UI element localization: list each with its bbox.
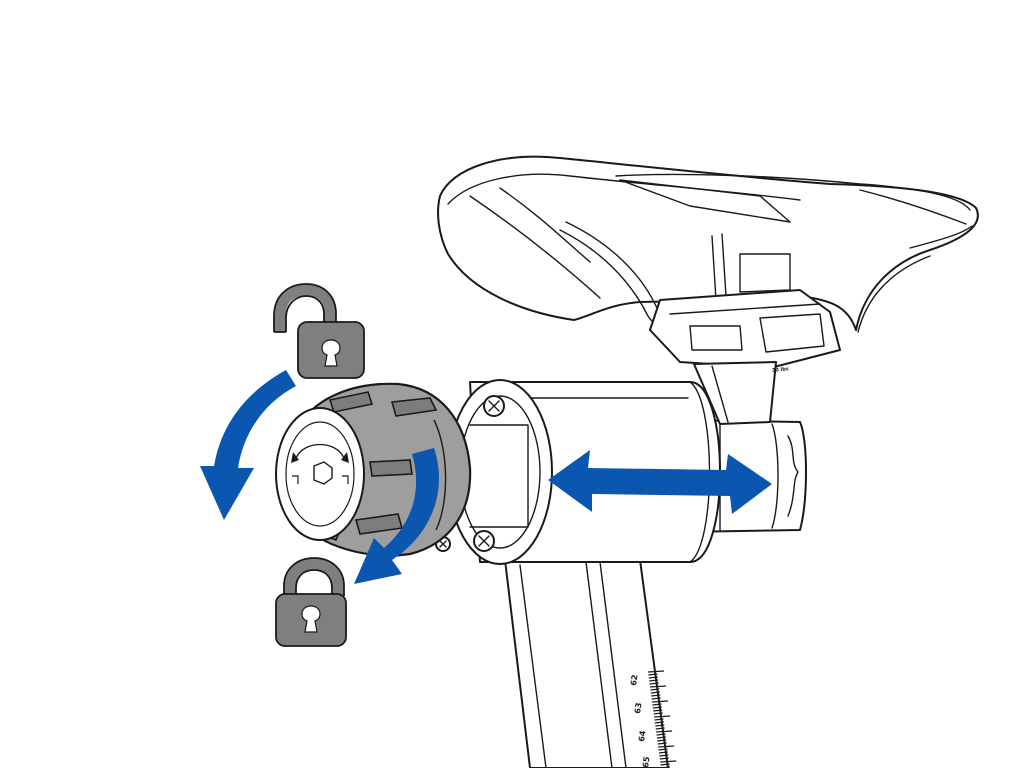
scale-tick [656, 730, 673, 733]
scale-tick [659, 757, 669, 760]
scale-tick [651, 697, 661, 700]
rotate-counterclockwise-arrow [200, 370, 296, 520]
scale-tick [652, 703, 662, 706]
scale-tick [649, 679, 659, 682]
scale-tick [653, 712, 663, 715]
screw-bottom [473, 530, 495, 552]
adjustment-knob[interactable] [275, 382, 472, 557]
screw-top [483, 395, 505, 417]
scale-tick [654, 718, 664, 721]
scale-tick [647, 670, 665, 673]
scale-tick [658, 745, 675, 748]
scale-tick [650, 688, 660, 691]
scale-label: 64 [637, 730, 648, 743]
scale-tick [648, 676, 658, 679]
slide-adjust-double-arrow [548, 450, 772, 514]
seat-post: 62 63 64 65 [504, 559, 677, 768]
scale-tick [657, 742, 667, 745]
seat-post-scale-labels: 62 63 64 65 [629, 674, 652, 768]
scale-tick [651, 694, 661, 697]
scale-tick [658, 748, 668, 751]
scale-tick [656, 733, 666, 736]
scale-tick [654, 715, 671, 718]
scale-tick [648, 673, 658, 676]
scale-tick [655, 727, 665, 730]
scale-tick [649, 682, 659, 685]
padlock-open-icon [273, 283, 365, 379]
scale-tick [656, 736, 666, 739]
scale-tick [652, 700, 669, 703]
scale-label: 62 [629, 674, 639, 686]
scale-label: 65 [641, 756, 652, 768]
scale-tick [653, 709, 663, 712]
saddle: 30 lbs [437, 155, 979, 425]
scale-tick [659, 754, 669, 757]
scale-tick [652, 706, 662, 709]
scale-tick [654, 721, 664, 724]
padlock-closed-icon [275, 557, 347, 647]
scale-label: 63 [633, 702, 643, 714]
scale-tick [658, 751, 669, 754]
hex-key-icon [313, 461, 333, 485]
scale-tick [649, 685, 667, 688]
scale-tick [650, 691, 660, 694]
scale-tick [657, 739, 667, 742]
scale-tick [660, 763, 670, 766]
rotate-clockwise-arrow [354, 448, 439, 584]
saddle-weight-label: 30 lbs [772, 366, 790, 374]
seat-post-scale-ticks [647, 670, 677, 768]
scale-tick [655, 724, 665, 727]
scale-tick [660, 760, 677, 763]
